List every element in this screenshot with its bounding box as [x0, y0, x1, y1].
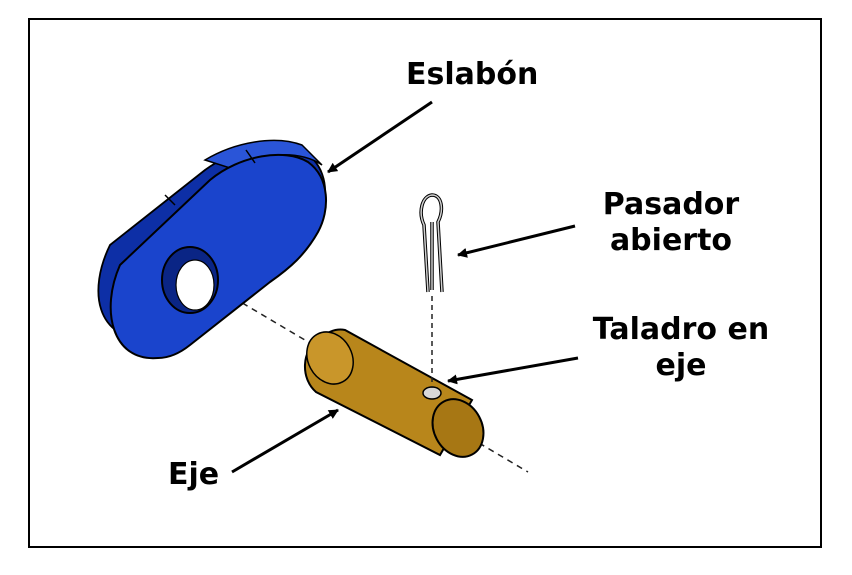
cotter-pin-label: Pasador abierto: [586, 187, 756, 259]
cotter-pin-label-line1: Pasador: [602, 187, 740, 222]
cotter-pin-label-line2: abierto: [609, 223, 733, 258]
hole-label: Taladro en eje: [576, 312, 786, 384]
hole-leader-arrow: [447, 356, 579, 385]
shaft-label: Eje: [168, 457, 220, 492]
hole-label-line1: Taladro en: [592, 312, 770, 347]
cotter-pin-part: [419, 193, 444, 293]
hole-label-line2: eje: [655, 348, 707, 383]
shaft-hole: [422, 386, 442, 400]
link-leader-arrow: [327, 100, 433, 174]
shaft-part: [303, 328, 485, 458]
shaft-leader-arrow: [231, 408, 339, 474]
pin-leader-arrow: [457, 224, 576, 258]
link-label: Eslabón: [406, 57, 539, 92]
link-part: [97, 139, 327, 360]
